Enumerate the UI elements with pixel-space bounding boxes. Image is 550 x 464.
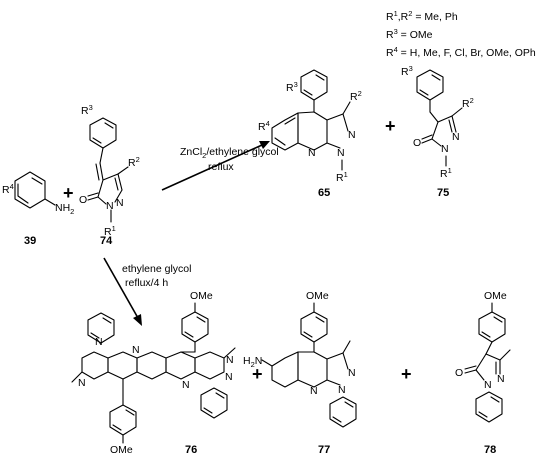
core-ring-a-76 (81, 351, 109, 380)
ring-39 (14, 171, 46, 209)
condition-upper-1: ZnCl2/ethylene glycol (180, 146, 279, 160)
ome-top-76: OMe (190, 290, 213, 302)
h2n-label-77: H2N (243, 355, 262, 369)
compound-label-76: 76 (185, 444, 197, 456)
aryl-ring-75 (416, 69, 444, 101)
n1-74: N (106, 200, 114, 212)
ome-bottom-76: OMe (110, 444, 133, 456)
pyridine-ring-65 (297, 111, 328, 151)
plus-sign-2: + (385, 116, 396, 136)
condition-upper-2: reflux (208, 161, 234, 173)
n-pyridine-77: N (310, 385, 318, 397)
n-phenyl-right-76 (200, 387, 228, 419)
compound-76-structure: OMe OMe N N N N N N 76 (71, 290, 236, 456)
r1-label-75: R1 (440, 166, 452, 180)
compound-label-78: 78 (484, 444, 496, 456)
anisyl-ring-77 (300, 311, 328, 343)
anisyl-top-76 (181, 311, 209, 343)
n1-65: N (337, 147, 345, 159)
plus-sign-3: + (252, 364, 263, 384)
n2-65: N (348, 129, 356, 141)
r3-label-74: R3 (81, 103, 93, 117)
legend-r1-r2: R1,R2 = Me, Ph (386, 9, 458, 23)
n-phenyl-78 (475, 391, 503, 423)
condition-lower-2: reflux/4 h (125, 277, 168, 289)
n1-78: N (484, 379, 492, 391)
compound-77-structure: OMe N N N H2N 77 (243, 290, 357, 456)
r4-label-39: R4 (2, 182, 14, 196)
r2-label-65: R2 (350, 89, 362, 103)
n2-78: N (497, 373, 505, 385)
n2-77: N (348, 367, 356, 379)
compound-label-77: 77 (318, 444, 330, 456)
n-pyridine-65: N (308, 147, 316, 159)
nh2-label: NH2 (55, 202, 74, 216)
condition-lower-1: ethylene glycol (122, 263, 191, 275)
n-phenyl-77 (329, 396, 357, 428)
ome-78: OMe (484, 290, 507, 302)
r1-label-65: R1 (336, 170, 348, 184)
r3-label-65: R3 (286, 80, 298, 94)
r3-label-75: R3 (401, 64, 413, 78)
r2-label-75: R2 (462, 96, 474, 110)
compound-label-75: 75 (437, 187, 449, 199)
compound-74-structure: R3 O N N R2 R1 74 (79, 103, 140, 247)
n-right2-76: N (226, 354, 234, 366)
compound-label-39: 39 (24, 235, 36, 247)
anisyl-bottom-76 (109, 404, 137, 436)
anisyl-ring-78 (478, 311, 506, 343)
n-right-76: N (225, 371, 233, 383)
n-left-76: N (78, 377, 86, 389)
carbonyl-o-75: O (413, 137, 421, 149)
compound-label-74: 74 (100, 235, 113, 247)
n-upper-76: N (132, 344, 140, 356)
upper-reaction-arrow (161, 141, 270, 191)
benzo-ring-77 (271, 351, 299, 388)
substituent-legend: R1,R2 = Me, Ph R3 = OMe R4 = H, Me, F, C… (386, 9, 536, 59)
plus-sign-4: + (401, 364, 412, 384)
core-ring-c-76 (136, 351, 167, 380)
compound-label-65: 65 (318, 187, 330, 199)
ring-74 (89, 117, 117, 149)
n-phenyl-left-76 (87, 312, 115, 344)
carbonyl-o-78: O (455, 367, 463, 379)
n1-75: N (441, 143, 449, 155)
lower-reaction-arrow (103, 257, 142, 326)
legend-r4: R4 = H, Me, F, Cl, Br, OMe, OPh (386, 45, 536, 59)
legend-r3: R3 = OMe (386, 27, 433, 41)
r4-label-65: R4 (258, 119, 270, 133)
n-lower-76: N (182, 379, 190, 391)
pyridine-ring-77 (297, 351, 328, 388)
n2-74: N (116, 197, 124, 209)
r1-label-74: R1 (104, 224, 116, 238)
carbonyl-o-74: O (79, 194, 87, 206)
n2-75: N (452, 131, 460, 143)
aryl-ring-65 (300, 69, 328, 101)
compound-39-structure: NH2 R4 39 (2, 171, 74, 247)
ome-77: OMe (306, 290, 329, 302)
core-ring-d-76 (165, 351, 196, 380)
r2-label-74: R2 (128, 155, 140, 169)
n1-77: N (338, 384, 346, 396)
core-ring-e-76 (194, 351, 225, 380)
compound-65-structure: R3 R4 N N N R2 R1 65 (258, 69, 362, 199)
compound-78-structure: OMe O N N 78 (455, 290, 511, 456)
compound-75-structure: R3 O N N R2 R1 75 (401, 64, 474, 199)
core-ring-b-76 (107, 351, 138, 380)
plus-sign-1: + (63, 183, 74, 203)
